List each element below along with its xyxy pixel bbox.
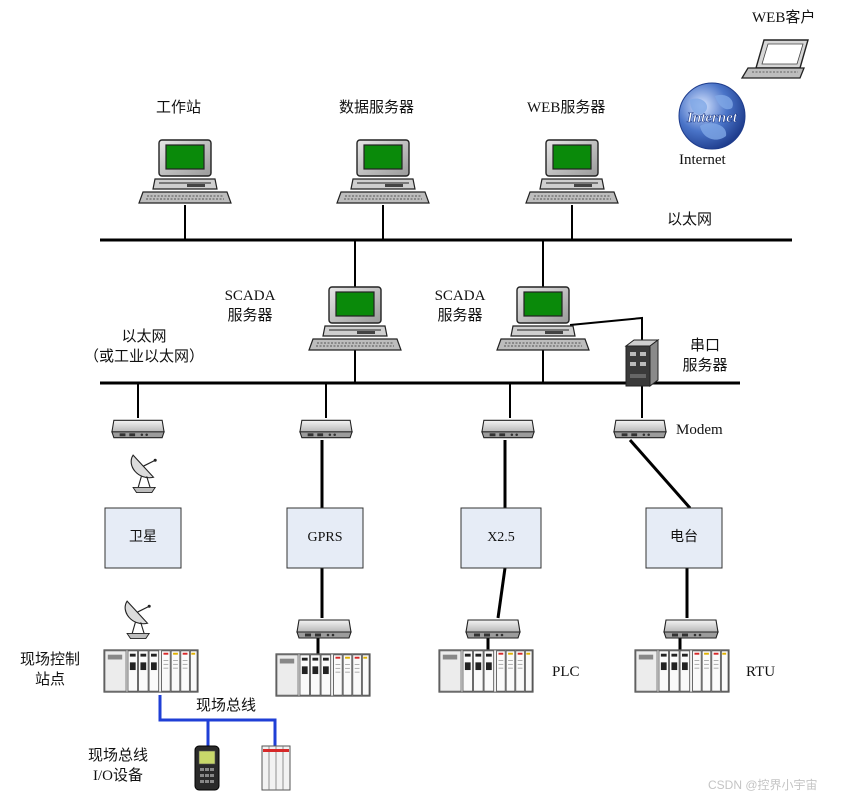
field-station-plc-icon: [103, 649, 199, 693]
ethernet-top-label: 以太网: [667, 212, 713, 228]
satellite-dish-icon: [130, 454, 158, 494]
fieldbus-io-line1: 现场总线: [87, 748, 148, 764]
satellite-dish-icon: [124, 600, 152, 640]
radio-box: [645, 507, 723, 569]
gprs-box: [286, 507, 364, 569]
modem-icon: [111, 419, 165, 439]
modem-icon: [465, 619, 521, 639]
fieldbus-line: [158, 695, 277, 748]
workstation-computer-icon: [138, 139, 232, 204]
web-server-label: WEB服务器: [527, 100, 606, 116]
satellite-label: 卫星: [129, 530, 157, 545]
x25-box: [460, 507, 542, 569]
plc-label: PLC: [552, 664, 580, 680]
ethernet-mid-line2: （或工业以太网）: [83, 349, 204, 365]
ethernet-mid-label: 以太网 （或工业以太网）: [64, 327, 224, 367]
gprs-plc-icon: [275, 653, 371, 697]
serial-server-line2: 服务器: [682, 358, 728, 374]
radio-label: 电台: [670, 530, 698, 545]
field-station-line1: 现场控制: [19, 652, 80, 668]
rtu-label: RTU: [746, 664, 776, 680]
scada-left-line1: SCADA: [224, 288, 276, 304]
serial-server-label: 串口 服务器: [670, 336, 740, 376]
internet-globe-text: Internet: [686, 110, 738, 126]
fieldbus-io-line2: I/O设备: [93, 768, 143, 784]
data-server-computer-icon: [336, 139, 430, 204]
modem-icon: [481, 419, 535, 439]
field-station-label: 现场控制 站点: [4, 650, 96, 690]
watermark: CSDN @控界小宇宙: [708, 778, 818, 792]
fieldbus-label: 现场总线: [196, 698, 257, 714]
modem-icon: [663, 619, 719, 639]
scada-right-line1: SCADA: [434, 288, 486, 304]
handheld-io-device-icon: [194, 745, 220, 791]
rtu-rack-icon: [634, 649, 730, 693]
io-module-icon: [261, 745, 291, 791]
laptop-icon: [740, 39, 809, 79]
connection-lines: [137, 205, 643, 418]
modem-icon: [299, 419, 353, 439]
modem-icon: [296, 619, 352, 639]
workstation-label: 工作站: [156, 100, 202, 116]
fieldbus-io-label: 现场总线 I/O设备: [72, 746, 164, 786]
internet-label: Internet: [679, 152, 726, 168]
internet-globe-icon: Internet: [678, 82, 746, 150]
ethernet-mid-line1: 以太网: [121, 329, 167, 345]
data-server-label: 数据服务器: [339, 100, 415, 116]
scada-server-left-icon: [308, 286, 402, 351]
web-server-computer-icon: [525, 139, 619, 204]
scada-left-line2: 服务器: [227, 308, 273, 324]
x25-label: X2.5: [487, 530, 515, 545]
web-client-label: WEB客户: [752, 10, 816, 26]
scada-left-label: SCADA 服务器: [210, 286, 290, 326]
plc-rack-icon: [438, 649, 534, 693]
field-station-line2: 站点: [34, 672, 65, 688]
scada-right-line2: 服务器: [437, 308, 483, 324]
satellite-box: [104, 507, 182, 569]
serial-server-line1: 串口: [689, 338, 720, 354]
scada-right-label: SCADA 服务器: [420, 286, 500, 326]
serial-server-icon: [624, 339, 660, 387]
modem-label: Modem: [676, 422, 723, 438]
scada-server-right-icon: [496, 286, 590, 351]
modem-icon: [613, 419, 667, 439]
gprs-label: GPRS: [307, 530, 343, 545]
